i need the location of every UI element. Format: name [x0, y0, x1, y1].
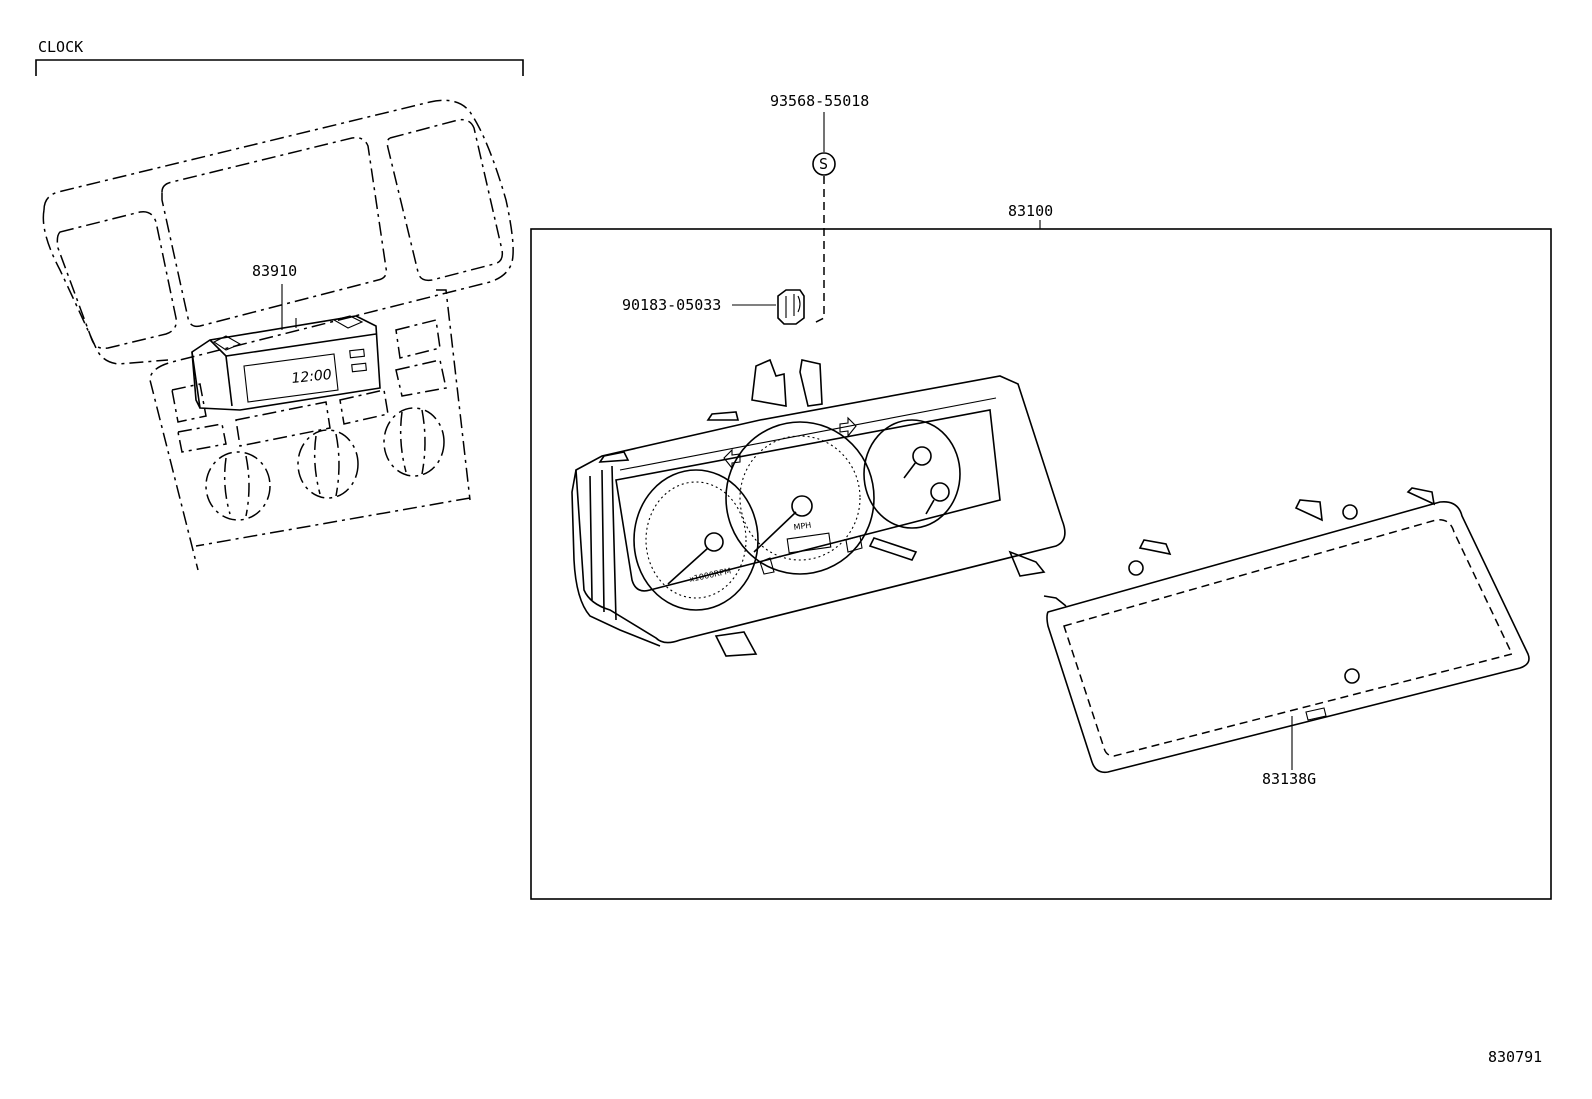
turn-signal-right-icon	[839, 416, 857, 438]
panel-button-5	[395, 319, 441, 359]
panel-button-3	[235, 401, 331, 447]
dashboard-center-panel	[42, 99, 514, 571]
speedometer-hub	[791, 495, 813, 517]
meter-glass-hook-2	[1294, 499, 1323, 522]
meter-glass-tab-bottom	[1305, 707, 1327, 721]
panel-button-1	[171, 383, 207, 423]
meter-mount-tab-5	[1008, 550, 1046, 577]
panel-lower-edge	[195, 497, 471, 547]
dashboard-bezel-outline	[43, 99, 514, 571]
meter-housing	[575, 375, 1066, 644]
clock-unit-top-edge	[209, 333, 377, 357]
clock-display-window	[243, 353, 339, 403]
part-number-screw: 93568-55018	[770, 92, 869, 110]
meter-housing-ribs	[589, 465, 617, 621]
fuel-gauge-needle	[903, 461, 917, 479]
combination-meter: x1000RPM MPH	[571, 358, 1066, 657]
meter-mount-tab-4	[598, 451, 630, 463]
climate-knob-right	[383, 407, 445, 477]
clock-tab-right	[332, 315, 364, 329]
dashboard-bezel-left	[42, 209, 169, 365]
fuel-gauge-hub	[912, 446, 932, 466]
indicator-lamp	[759, 557, 775, 575]
clock-unit: 12:00	[191, 315, 381, 411]
warning-lamp-strip	[868, 537, 918, 561]
clock-button-h	[349, 348, 365, 359]
right-vent-opening	[386, 118, 504, 282]
clip-part	[777, 289, 805, 325]
tachometer-unit-label: x1000RPM	[689, 566, 732, 584]
speedometer-bezel	[725, 421, 875, 575]
speedometer-scale	[739, 435, 861, 561]
clock-section: CLOCK	[35, 38, 524, 76]
meter-assembly-group: 83100	[530, 202, 1552, 900]
meter-glass-hook-3	[1406, 487, 1436, 506]
odometer-window	[786, 532, 832, 554]
meter-glass-pin-3	[1344, 668, 1360, 684]
meter-glass-pin-2	[1342, 504, 1358, 520]
part-number-clip: 90183-05033	[622, 296, 721, 314]
clock-section-bracket	[35, 59, 524, 76]
aux-gauges	[863, 419, 961, 529]
clock-button-m	[351, 362, 367, 373]
part-number-meter: 83100	[1008, 202, 1053, 220]
callout-83910: 83910	[252, 262, 297, 330]
clock-unit-left-edge	[191, 351, 201, 409]
meter-face-panel	[615, 409, 1001, 592]
speedometer: MPH	[725, 421, 875, 575]
indicator-lamp-2	[845, 535, 863, 553]
clock-section-label: CLOCK	[38, 38, 83, 56]
clock-unit-face-edge	[225, 355, 233, 407]
callout-meter-glass: 83138G	[1262, 716, 1316, 788]
meter-mount-tab-6	[714, 631, 758, 657]
meter-glass-outer	[1046, 500, 1530, 774]
meter-housing-back	[571, 469, 661, 647]
callout-clip: 90183-05033	[622, 289, 805, 325]
meter-glass-inner-dashed	[1063, 519, 1514, 757]
panel-button-4	[339, 389, 389, 425]
meter-glass-pin-1	[1128, 560, 1144, 576]
turn-signal-left-icon	[723, 448, 741, 470]
speedometer-unit-label: MPH	[793, 521, 812, 532]
panel-button-6	[395, 359, 447, 397]
tachometer-hub	[704, 532, 724, 552]
climate-knob-left	[205, 451, 271, 521]
callout-screw: 93568-55018 S	[770, 92, 869, 325]
figure-number: 830791	[1488, 1048, 1542, 1066]
meter-glass-tab-corner	[1043, 595, 1067, 607]
tachometer-bezel	[633, 469, 759, 611]
meter-visor-edge	[619, 397, 997, 471]
meter-glass-hook-1	[1138, 539, 1172, 556]
part-number-meter-glass: 83138G	[1262, 770, 1316, 788]
panel-button-2	[177, 423, 227, 453]
meter-assembly-box	[530, 228, 1552, 900]
center-display-opening	[161, 136, 388, 328]
screw-install-path	[811, 176, 825, 325]
clock-display-time: 12:00	[291, 367, 333, 387]
clip-detail	[785, 294, 801, 318]
aux-gauge-bezel	[863, 419, 961, 529]
tachometer: x1000RPM	[633, 469, 759, 611]
meter-mount-tab-2	[799, 359, 823, 407]
tachometer-scale	[645, 481, 747, 599]
symbol-s-text: S	[819, 155, 828, 173]
climate-knob-center	[297, 429, 359, 499]
panel-right-edge	[436, 289, 471, 501]
speedometer-needle	[753, 511, 797, 553]
clock-unit-body	[191, 315, 381, 411]
meter-glass	[1043, 487, 1530, 774]
part-number-clock: 83910	[252, 262, 297, 280]
meter-mount-tab-1	[751, 358, 787, 407]
meter-mount-tab-3	[706, 411, 740, 421]
clock-tab-left	[212, 335, 242, 351]
symbol-s-circle	[812, 152, 836, 176]
temp-gauge-needle	[925, 499, 935, 515]
left-vent-opening	[56, 210, 178, 350]
tachometer-needle	[667, 547, 709, 585]
temp-gauge-hub	[930, 482, 950, 502]
